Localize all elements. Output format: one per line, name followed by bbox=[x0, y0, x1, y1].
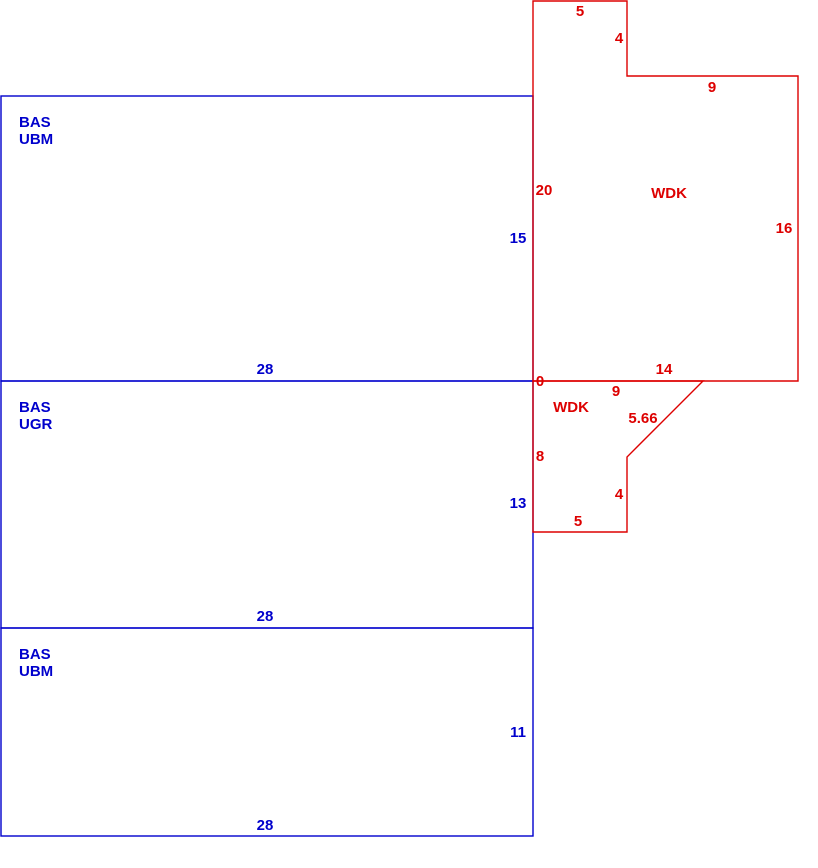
upper-wdk-code: WDK bbox=[651, 185, 687, 202]
upper-wdk-top-dim: 5 bbox=[576, 3, 584, 20]
area-lower-bas: BAS UBM 11 28 bbox=[0, 627, 534, 837]
deck-lower-wdk: WDK 9 5.66 8 4 5 bbox=[532, 380, 705, 533]
lower-wdk-outline bbox=[532, 380, 705, 533]
deck-upper-wdk: WDK 5 4 9 20 16 14 0 bbox=[532, 0, 799, 390]
lower-bas-side-dim: 11 bbox=[510, 724, 526, 741]
lower-wdk-code: WDK bbox=[553, 399, 589, 416]
upper-bas-code: BAS bbox=[19, 114, 51, 131]
upper-bas-bottom-dim: 28 bbox=[257, 361, 274, 378]
lower-wdk-top-dim: 9 bbox=[612, 383, 620, 400]
upper-wdk-bottom-dim: 14 bbox=[656, 361, 673, 378]
middle-bas-bottom-dim: 28 bbox=[257, 608, 274, 625]
middle-bas-code: BAS bbox=[19, 399, 51, 416]
upper-bas-outline bbox=[0, 95, 534, 382]
area-middle-bas: BAS UGR 13 28 bbox=[0, 380, 534, 629]
middle-bas-outline bbox=[0, 380, 534, 629]
lower-bas-code: BAS bbox=[19, 646, 51, 663]
upper-wdk-step-dim: 9 bbox=[708, 79, 716, 96]
middle-bas-subcode: UGR bbox=[19, 416, 53, 433]
lower-wdk-bottom-dim: 5 bbox=[574, 513, 582, 530]
upper-wdk-left-dim: 20 bbox=[536, 182, 553, 199]
lower-bas-subcode: UBM bbox=[19, 663, 53, 680]
upper-bas-side-dim: 15 bbox=[510, 230, 527, 247]
lower-wdk-notch-dim: 4 bbox=[615, 486, 624, 503]
lower-wdk-left-dim: 8 bbox=[536, 448, 544, 465]
lower-wdk-diagonal-dim: 5.66 bbox=[628, 410, 657, 427]
upper-wdk-right-dim: 16 bbox=[776, 220, 793, 237]
upper-bas-subcode: UBM bbox=[19, 131, 53, 148]
lower-bas-bottom-dim: 28 bbox=[257, 817, 274, 834]
middle-bas-side-dim: 13 bbox=[510, 495, 527, 512]
lower-bas-outline bbox=[0, 627, 534, 837]
upper-wdk-notch-dim: 4 bbox=[615, 30, 624, 47]
area-upper-bas: BAS UBM 15 28 bbox=[0, 95, 534, 382]
